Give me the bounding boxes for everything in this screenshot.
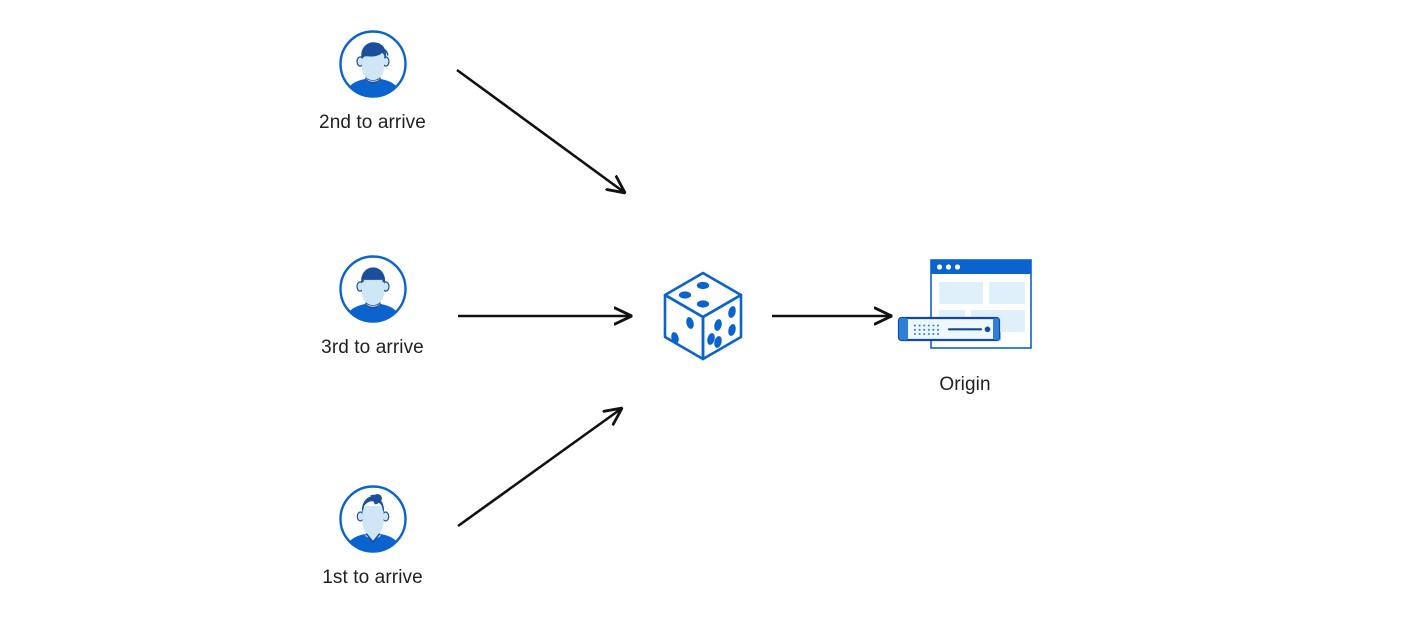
browser-dot [954, 264, 961, 270]
client-node-middle[interactable]: 3rd to arrive [275, 253, 470, 359]
user-avatar-icon [337, 253, 409, 325]
client-node-bottom[interactable]: 1st to arrive [275, 483, 470, 589]
user-avatar-icon [337, 28, 409, 100]
user-avatar-icon [337, 483, 409, 555]
arrow-bottom-to-dice [457, 409, 622, 528]
client-label-bottom: 1st to arrive [322, 567, 423, 588]
browser-dot [945, 264, 952, 270]
client-label-top: 2nd to arrive [319, 112, 426, 133]
origin-server-icon [897, 258, 1033, 358]
client-label-middle: 3rd to arrive [321, 337, 424, 358]
dice-icon[interactable] [658, 268, 748, 364]
arrow-top-to-dice [456, 68, 625, 193]
client-node-top[interactable]: 2nd to arrive [275, 28, 470, 134]
browser-dot [936, 264, 943, 270]
origin-node[interactable]: Origin [897, 258, 1033, 396]
origin-label: Origin [939, 374, 991, 395]
